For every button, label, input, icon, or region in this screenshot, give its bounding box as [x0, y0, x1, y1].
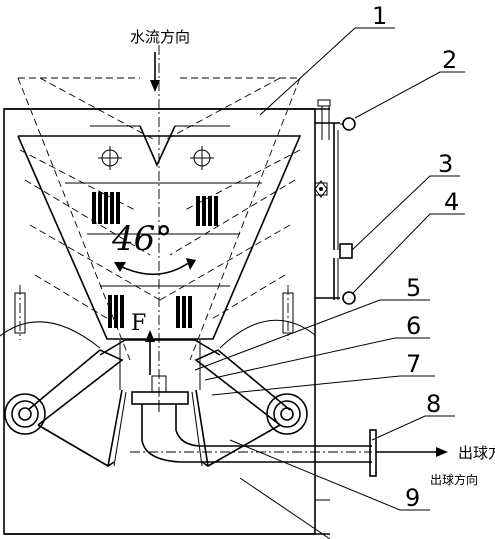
screen-frame: [17, 135, 302, 340]
dashed-cone-extension: [17, 77, 301, 361]
housing: [3, 108, 330, 535]
brush-bundle-lower-left: [108, 295, 124, 328]
angle-arc: [114, 258, 196, 276]
outlet-pipe: [130, 404, 448, 477]
brush-bundle-lower-right: [176, 296, 192, 328]
right-bracket: [282, 285, 294, 340]
hopper-mechanism: [99, 339, 221, 405]
callout-3: 3: [438, 150, 453, 178]
right-wheel: [219, 319, 316, 435]
gauge-4: [342, 291, 356, 305]
callout-8: 8: [426, 390, 441, 418]
callout-7: 7: [406, 350, 421, 378]
angle-label: 46°: [111, 219, 172, 259]
force-label: F: [131, 311, 146, 336]
left-wheel: [0, 321, 101, 435]
water-flow-label: 水流方向: [130, 28, 190, 46]
force-arrow: [145, 330, 155, 375]
side-piping: [314, 99, 353, 300]
callout-9: 9: [405, 484, 420, 512]
callout-5: 5: [406, 274, 421, 302]
callout-1: 1: [372, 2, 387, 30]
brush-bundle-upper-left: [92, 192, 120, 224]
crosshair-left: [98, 146, 122, 170]
left-bracket: [14, 285, 26, 340]
ball-out-label-sub: 出球方向: [430, 472, 478, 487]
crosshair-right: [190, 146, 214, 170]
callout-4: 4: [444, 188, 459, 216]
brush-bundle-upper-right: [196, 196, 218, 226]
water-flow-arrow: [150, 52, 160, 92]
callout-2: 2: [442, 46, 457, 74]
left-arm: [27, 349, 127, 467]
leader-lines: [194, 27, 465, 539]
gauge-2: [340, 117, 356, 131]
v-deflector: [90, 125, 230, 167]
ball-out-label-main: 出球方: [458, 444, 495, 462]
callout-6: 6: [406, 312, 421, 340]
